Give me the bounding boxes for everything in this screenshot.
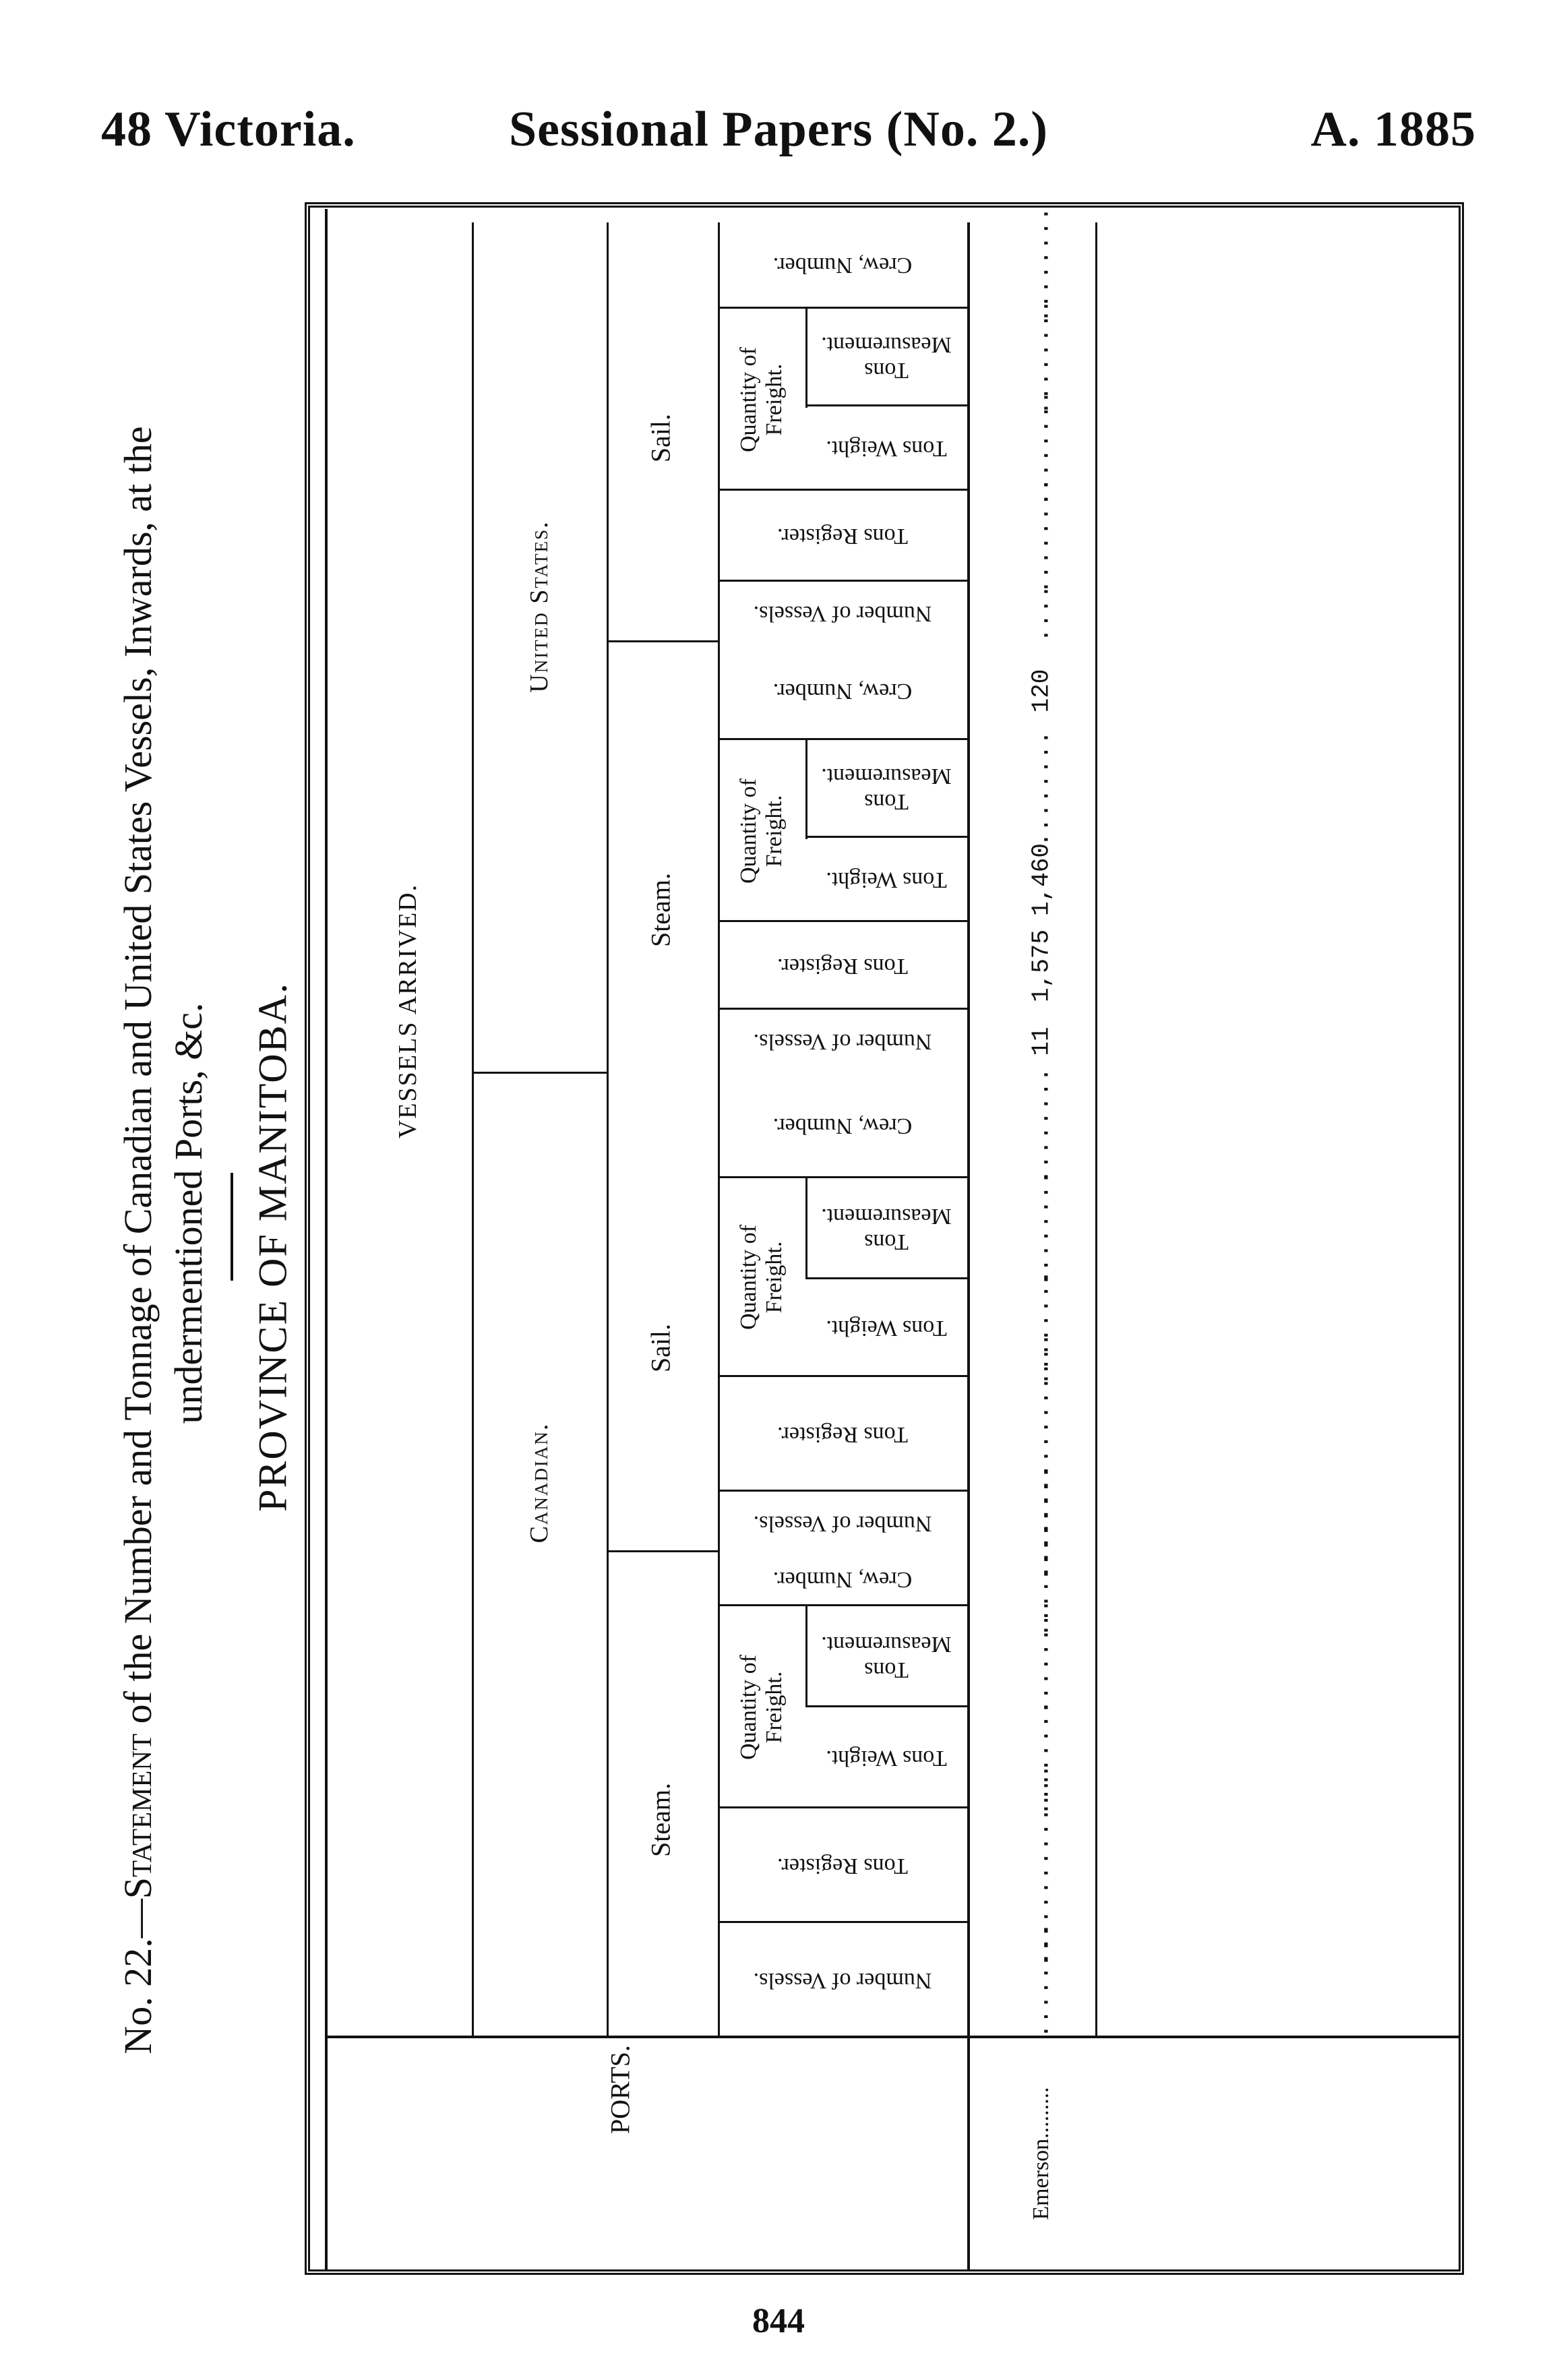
col-header-us-sail-vessels: Number of Vessels.: [753, 601, 932, 626]
ports-header: PORTS.: [605, 2044, 636, 2135]
rule-v-data-start: [967, 222, 970, 2271]
col-header-us-steam-crew: Crew, Number.: [772, 679, 913, 704]
group-united-states: United States.: [525, 520, 553, 693]
rule-h-col: [718, 1008, 967, 1010]
rule-h-col: [718, 920, 967, 922]
rule-h-ca-modes: [607, 1550, 718, 1552]
cell-ca-sail-register: ..............: [1027, 1332, 1056, 1536]
row-port-emerson: Emerson.........: [1029, 2087, 1054, 2220]
running-header-center: Sessional Papers (No. 2.): [509, 102, 1048, 157]
cell-ca-sail-weight: ........: [1027, 1269, 1056, 1386]
rule-v-outer: [325, 209, 328, 2271]
col-header-us-sail-crew: Crew, Number.: [772, 252, 913, 278]
freight-header-ca-sail: Quantity of Freight.: [736, 1225, 787, 1330]
col-header-us-steam-register: Tons Register.: [776, 953, 909, 979]
rule-h-col: [718, 1375, 967, 1377]
running-header-right: A. 1885: [1310, 102, 1476, 157]
col-header-ca-sail-vessels: Number of Vessels.: [753, 1511, 932, 1536]
page-number: 844: [752, 2302, 805, 2340]
mode-us-sail: Sail.: [645, 413, 676, 463]
cell-us-sail-measure: ........: [1027, 299, 1056, 416]
freight-header-ca-steam: Quantity of Freight.: [736, 1654, 787, 1760]
col-header-ca-steam-weight: Tons Weight.: [826, 1745, 947, 1771]
col-header-ca-sail-measure: Tons Measurement.: [821, 1203, 952, 1254]
vessels-arrived-header: VESSELS ARRIVED.: [394, 883, 422, 1139]
rule-v-freight-us-sail: [805, 307, 807, 408]
freight-header-us-sail: Quantity of Freight.: [736, 346, 787, 452]
rule-h-col: [718, 307, 967, 309]
col-header-us-sail-weight: Tons Weight.: [826, 436, 947, 461]
mode-us-steam: Steam.: [645, 873, 676, 947]
rule-h-col: [718, 738, 967, 740]
cell-ca-steam-weight: ........: [1027, 1699, 1056, 1816]
rule-h-col: [718, 489, 967, 491]
cell-ca-sail-measure: ........: [1027, 1170, 1056, 1287]
cell-us-steam-crew: 120: [1027, 669, 1056, 713]
col-header-ca-sail-weight: Tons Weight.: [826, 1316, 947, 1341]
col-header-us-steam-measure: Tons Measurement.: [821, 764, 952, 814]
cell-us-steam-measure: ........: [1027, 730, 1056, 847]
col-header-ca-steam-crew: Crew, Number.: [772, 1566, 913, 1592]
rule-v-freight-us-steam: [805, 738, 807, 839]
rule-h-col: [718, 1490, 967, 1492]
rule-v-freight-ca-sail: [805, 1176, 807, 1277]
rule-v-data-end: [1095, 222, 1097, 2036]
cell-us-sail-crew: ........: [1027, 206, 1056, 323]
col-header-us-steam-vessels: Number of Vessels.: [753, 1029, 932, 1054]
col-header-ca-sail-crew: Crew, Number.: [772, 1113, 913, 1138]
freight-header-us-steam: Quantity of Freight.: [736, 778, 787, 884]
cell-us-steam-weight: 1,460: [1027, 843, 1056, 917]
rule-h-groups: [472, 1072, 607, 1074]
group-canadian: Canadian.: [525, 1422, 553, 1544]
rule-v-freight-ca-steam: [805, 1604, 807, 1705]
rule-v-vessels: [472, 222, 474, 2036]
col-header-us-steam-weight: Tons Weight.: [826, 867, 947, 892]
rule-h-ports: [328, 2036, 1460, 2038]
rule-h-freight-split: [805, 1705, 967, 1707]
col-header-ca-steam-register: Tons Register.: [776, 1853, 909, 1879]
statement-title-line2: undermentioned Ports, &c.: [166, 1002, 210, 1424]
rule-h-col: [718, 580, 967, 582]
cell-us-steam-vessels: 11: [1027, 1027, 1056, 1056]
running-header-left: 48 Victoria.: [101, 102, 356, 157]
rule-v-mode: [718, 222, 720, 2036]
cell-us-sail-weight: ........: [1027, 390, 1056, 507]
col-header-ca-sail-register: Tons Register.: [776, 1422, 909, 1447]
col-header-ca-steam-vessels: Number of Vessels.: [753, 1967, 932, 1993]
rule-h-freight-split: [805, 404, 967, 406]
rule-h-us-modes: [607, 640, 718, 642]
cell-ca-sail-crew: ........: [1027, 1067, 1056, 1184]
table-frame: [305, 202, 1464, 2275]
rule-h-col: [718, 1604, 967, 1606]
rule-h-freight-split: [805, 1277, 967, 1279]
col-header-us-sail-register: Tons Register.: [776, 524, 909, 549]
mode-canadian-steam: Steam.: [645, 1783, 676, 1857]
rule-h-col: [718, 1176, 967, 1178]
rule-h-freight-split: [805, 836, 967, 838]
title-rule: [231, 1173, 233, 1281]
rule-h-col: [718, 1921, 967, 1923]
province-heading: PROVINCE OF MANITOBA.: [250, 982, 295, 1512]
rule-h-col: [718, 1806, 967, 1808]
mode-canadian-sail: Sail.: [645, 1323, 676, 1373]
rule-v-group: [607, 222, 609, 2036]
col-header-ca-steam-measure: Tons Measurement.: [821, 1631, 952, 1682]
cell-ca-steam-register: ..............: [1027, 1763, 1056, 1967]
col-header-us-sail-measure: Tons Measurement.: [821, 332, 952, 383]
cell-us-steam-register: 1,575: [1027, 929, 1056, 1002]
